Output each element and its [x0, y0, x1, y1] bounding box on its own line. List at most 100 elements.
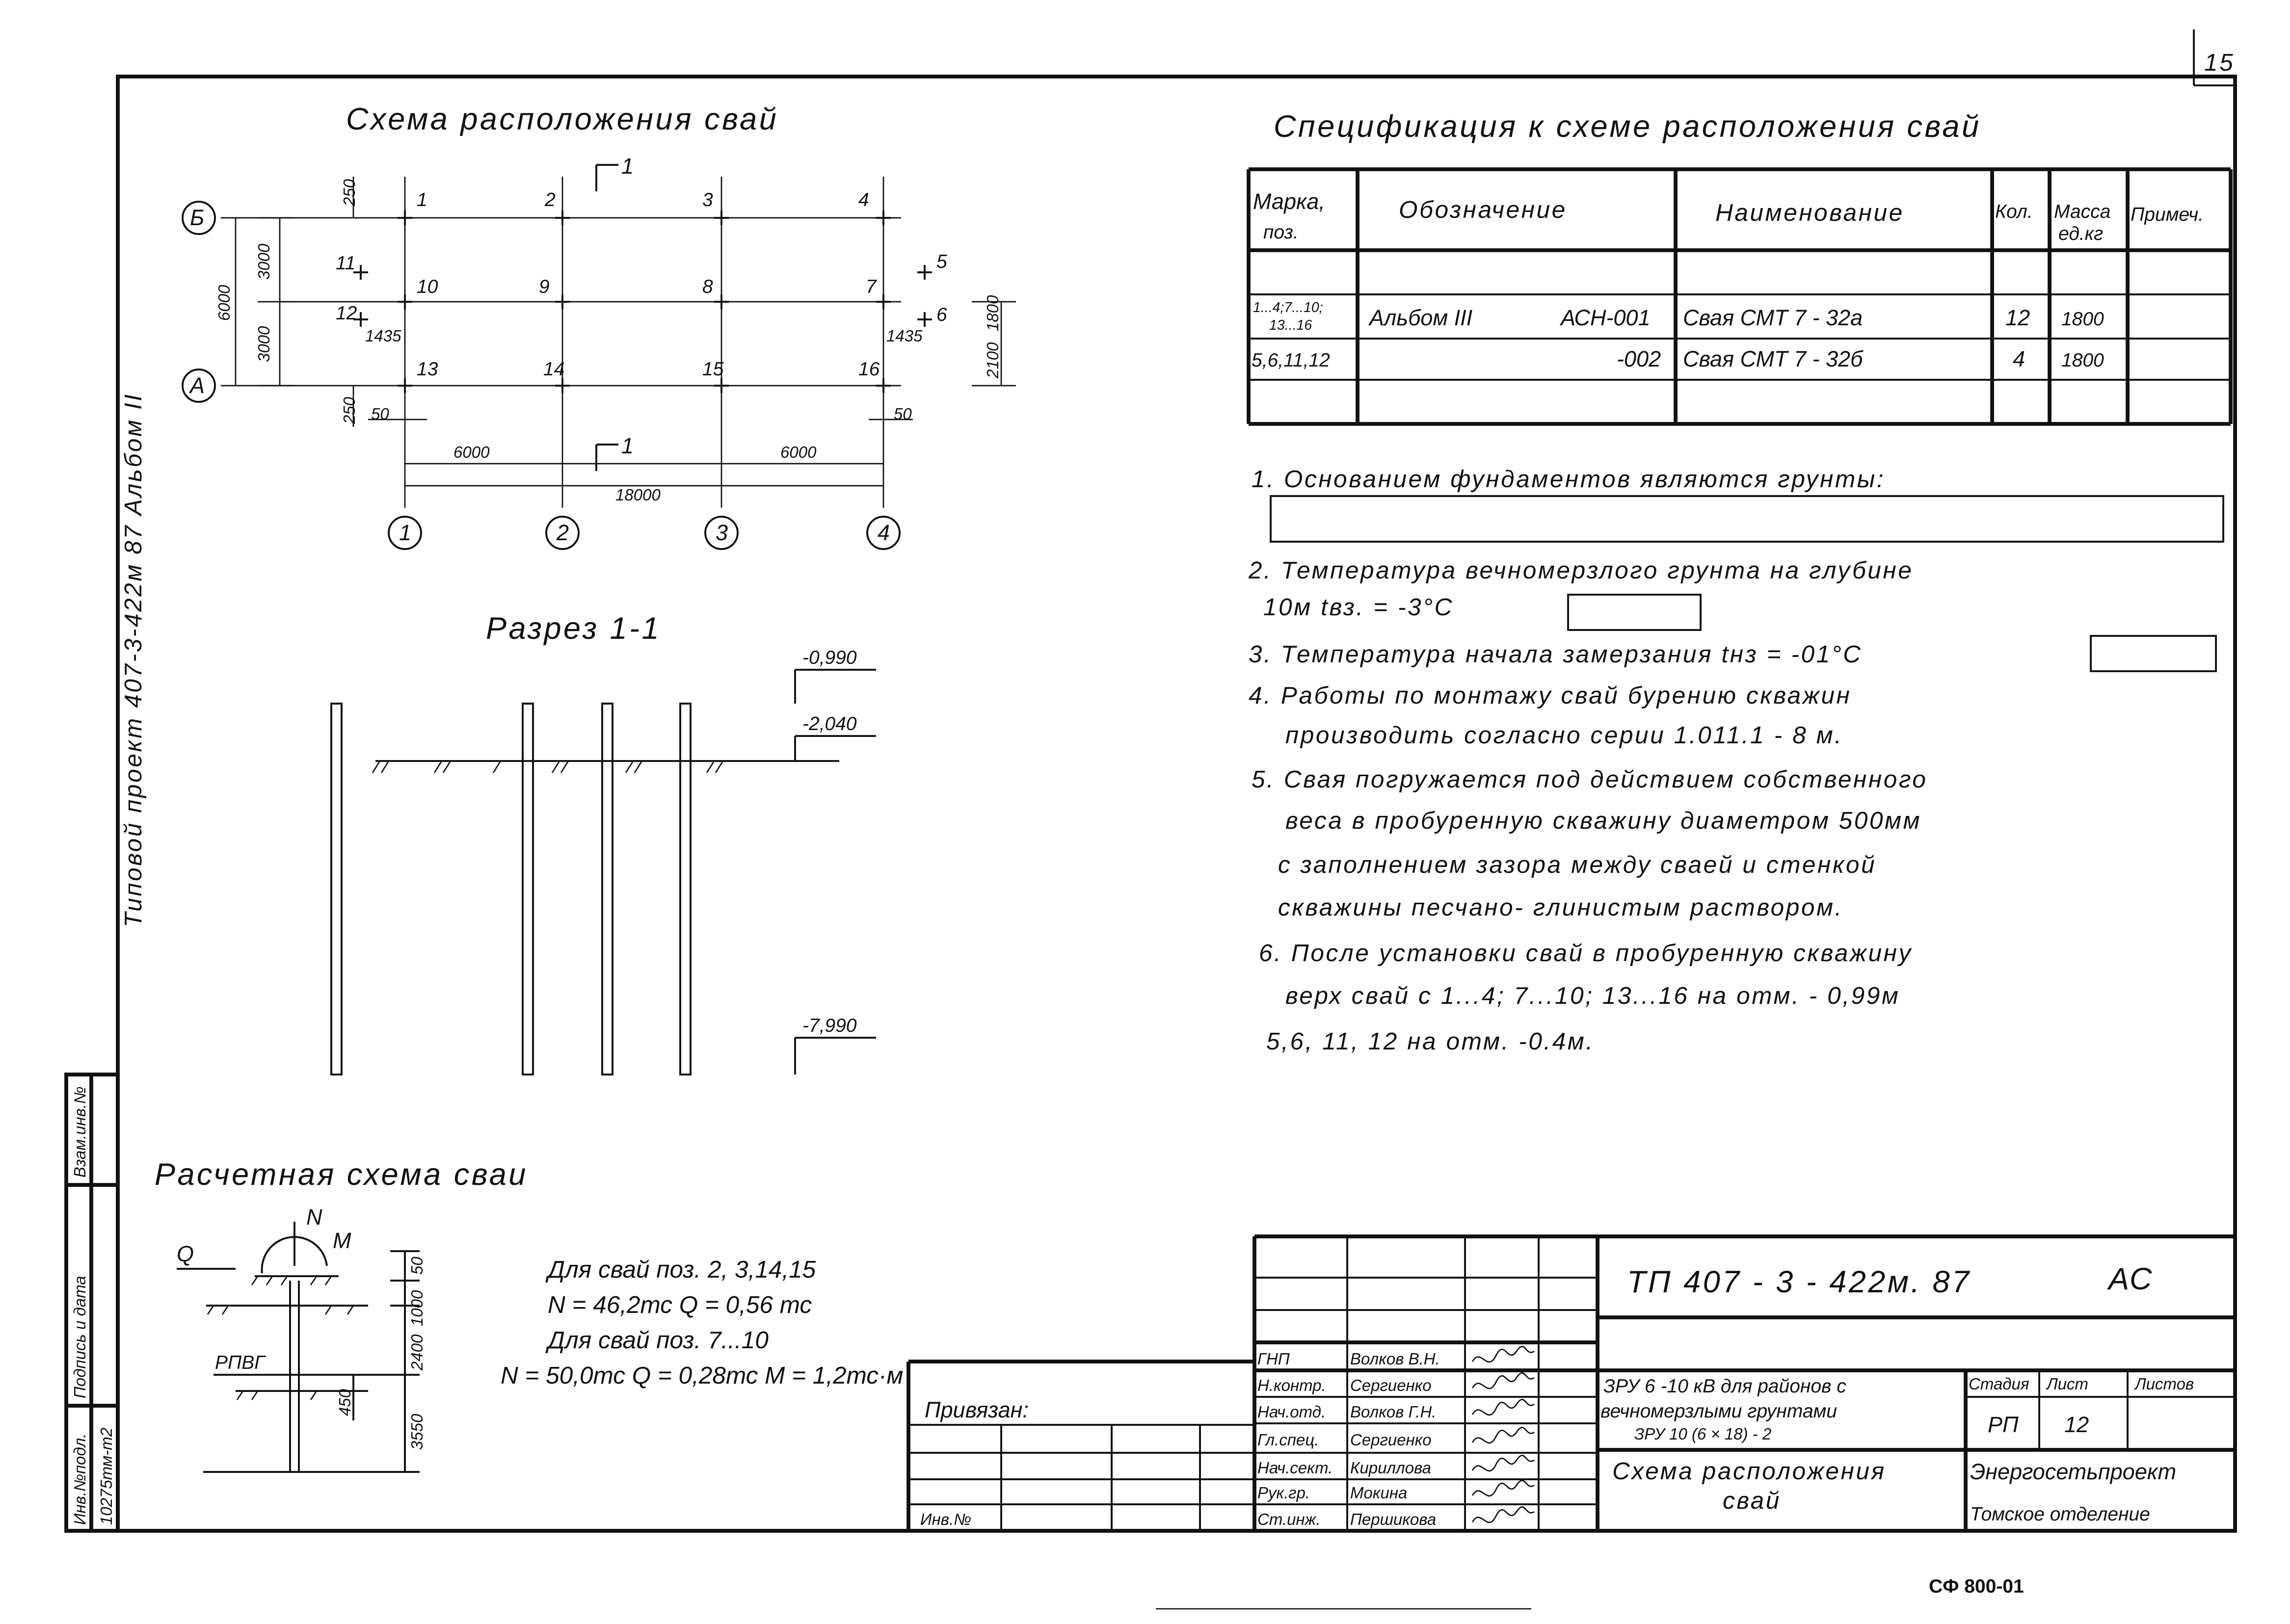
pile-number: 11	[336, 253, 356, 274]
axis-label-a: А	[188, 373, 205, 398]
strip-replace-inv: Взам.инв.№	[71, 1086, 89, 1178]
signature	[1471, 1455, 1535, 1472]
pile-marker	[398, 378, 413, 393]
table-row: 1...4;7...10; 13...16 Альбом III АСН-001…	[1253, 300, 2104, 333]
note-blank-box	[1567, 594, 1702, 631]
header-mark-pos: поз.	[1263, 222, 1299, 243]
sheet-frame	[64, 29, 2237, 1533]
elevation-ground: -2,040	[802, 713, 857, 734]
header-qty: Кол.	[1995, 201, 2033, 222]
spec-title: Спецификация к схеме расположения свай	[1274, 109, 1981, 144]
plan-dimension: 250	[340, 396, 358, 424]
notes: 1. Основанием фундаментов являются грунт…	[1248, 466, 1928, 1055]
signer-name: Волков В.Н.	[1350, 1350, 1440, 1368]
axis-label: 2	[556, 520, 569, 545]
plan-dimension: 50	[371, 405, 389, 423]
signer-role: Рук.гр.	[1257, 1484, 1310, 1502]
cell-qty: 12	[2005, 305, 2030, 330]
signature	[1471, 1399, 1535, 1416]
signature	[1471, 1372, 1535, 1389]
axis-label: 3	[716, 520, 728, 545]
pile-number: 5	[936, 251, 947, 272]
note-blank-box	[1270, 495, 2225, 543]
header-name: Наименование	[1715, 199, 1904, 226]
pile-number: 13	[417, 359, 438, 380]
pile-marker	[876, 210, 891, 226]
linked-block: Привязан: Инв.№	[906, 1360, 1255, 1531]
cell-mass: 1800	[2061, 309, 2104, 330]
calc-dim: 1000	[408, 1290, 426, 1326]
section-title: Разрез 1-1	[486, 611, 661, 646]
strip-sign-date: Подпись и дата	[71, 1276, 89, 1398]
signer-name: Кириллова	[1350, 1459, 1431, 1477]
cell-name: Свая СМТ 7 - 32а	[1683, 305, 1863, 330]
axis-label-b: Б	[190, 205, 204, 230]
plan-dimension: 250	[340, 179, 358, 207]
header-mass: Масса	[2054, 201, 2110, 222]
section-mark-bottom: 1	[621, 433, 634, 458]
pile-marker	[876, 294, 891, 310]
inv-label: Инв.№	[920, 1510, 971, 1528]
signer-role: Н.контр.	[1257, 1376, 1326, 1394]
cell-designation: -002	[1617, 346, 1661, 371]
pile-marker	[353, 265, 369, 280]
force-n-label: N	[306, 1205, 322, 1230]
spec-table: Спецификация к схеме расположения свай М…	[1247, 109, 2233, 426]
note-line: 5,6, 11, 12 на отм. -0.4м.	[1266, 1028, 1595, 1055]
pile-marker	[714, 378, 729, 393]
linked-label: Привязан:	[925, 1397, 1029, 1422]
pile-marker	[555, 378, 570, 393]
pile-number: 10	[417, 276, 438, 297]
project-line: вечномерзлыми грунтами	[1600, 1401, 1837, 1422]
signer-name: Сергиенко	[1350, 1376, 1432, 1394]
signer-role: Нач.отд.	[1257, 1403, 1326, 1421]
note-line: 2. Температура вечномерзлого грунта на г…	[1248, 557, 1913, 584]
pile-marker	[398, 294, 413, 310]
header-designation: Обозначение	[1399, 196, 1567, 223]
note-line: 10м tвз. = -3°С	[1263, 594, 1454, 621]
signer-role: Ст.инж.	[1257, 1510, 1321, 1528]
plan-dimension: 1800	[984, 295, 1002, 331]
pile-number: 15	[702, 359, 724, 380]
cell-mark: 13...16	[1269, 317, 1312, 333]
calc-scheme: Расчетная схема сваи N M Q РПВГ 50 1000 …	[155, 1157, 903, 1473]
axis-bubble	[388, 516, 422, 550]
signer-name: Мокина	[1350, 1484, 1407, 1502]
calc-dim: 2400	[408, 1334, 426, 1371]
plan-dimension: 2100	[984, 342, 1002, 379]
axis-bubble	[545, 516, 580, 550]
calc-dim: 50	[408, 1257, 426, 1275]
cell-album: Альбом III	[1368, 305, 1472, 330]
note-line: скважины песчано- глинистым раствором.	[1278, 894, 1843, 921]
note-line: производить согласно серии 1.011.1 - 8 м…	[1285, 722, 1843, 749]
sheet-value: 12	[2064, 1412, 2089, 1437]
axis-bubble-b	[182, 201, 216, 235]
layer-label: РПВГ	[215, 1352, 266, 1373]
pile-marker	[876, 378, 891, 393]
note-line: 3. Температура начала замерзания tнз = -…	[1249, 641, 1863, 668]
stage-value: РП	[1988, 1412, 2019, 1437]
signature	[1471, 1506, 1535, 1523]
header-note: Примеч.	[2130, 204, 2204, 225]
cell-designation: АСН-001	[1559, 305, 1651, 330]
pile-number: 9	[539, 276, 550, 297]
cell-mark: 1...4;7...10;	[1253, 300, 1323, 315]
plan-dimension: 1435	[365, 327, 401, 345]
plan-dimension: 18000	[615, 486, 661, 504]
section-1-1: Разрез 1-1 -0,990 -2,040 -7,990	[330, 611, 877, 1076]
pile-marker	[353, 312, 369, 327]
signature	[1471, 1427, 1535, 1444]
signer-name: Волков Г.Н.	[1350, 1403, 1436, 1421]
pile-marker	[555, 294, 570, 310]
force-q-label: Q	[177, 1241, 194, 1266]
pile-marker	[398, 210, 413, 226]
signer-role: Гл.спец.	[1257, 1431, 1319, 1449]
signer-name: Сергиенко	[1350, 1431, 1432, 1449]
strip-inv-number: 10275тм-т2	[97, 1428, 115, 1525]
elevation-pile-bottom: -7,990	[802, 1015, 857, 1036]
note-line: 5. Свая погружается под действием собств…	[1252, 766, 1928, 793]
plan-dimension: 6000	[780, 443, 817, 461]
stage-label: Стадия	[1969, 1375, 2029, 1393]
